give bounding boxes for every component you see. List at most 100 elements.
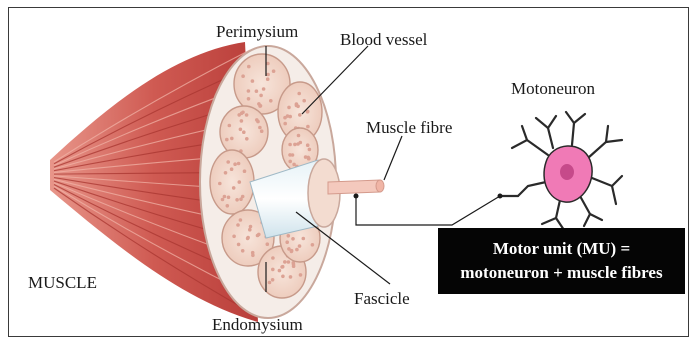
fibre-dot bbox=[287, 106, 291, 110]
fibre-dot bbox=[266, 73, 270, 77]
muscle-fibre-end bbox=[376, 180, 384, 192]
fibre-dot bbox=[297, 92, 301, 96]
fibre-dot bbox=[245, 137, 249, 141]
fibre-dot bbox=[232, 186, 236, 190]
fibre-dot bbox=[230, 167, 234, 171]
fibre-dot bbox=[266, 242, 270, 246]
fibre-dot bbox=[299, 141, 303, 145]
fibre-dot bbox=[266, 77, 270, 81]
fibre-dot bbox=[280, 265, 284, 269]
fibre-dot bbox=[298, 244, 302, 248]
fibre-dot bbox=[223, 195, 227, 199]
fibre-dot bbox=[247, 89, 251, 93]
fibre-dot bbox=[307, 157, 311, 161]
fibre-dot bbox=[251, 79, 255, 83]
neuron-junction-dot bbox=[498, 194, 503, 199]
fibre-dot bbox=[257, 102, 261, 106]
fibre-dot bbox=[227, 196, 231, 200]
fibre-dot bbox=[245, 113, 249, 117]
fibre-dot bbox=[306, 110, 310, 114]
fibre-dot bbox=[248, 228, 252, 232]
fibre-dot bbox=[237, 113, 241, 117]
fibre-dot bbox=[238, 180, 242, 184]
fibre-dot bbox=[230, 137, 234, 141]
fibre-dot bbox=[269, 99, 273, 103]
fibre-dot bbox=[224, 171, 228, 175]
motoneuron-label: Motoneuron bbox=[511, 80, 595, 97]
fibre-dot bbox=[235, 198, 239, 202]
fibre-dot bbox=[283, 260, 287, 264]
fibre-dot bbox=[249, 225, 253, 229]
fibre-dot bbox=[233, 162, 237, 166]
fibre-dot bbox=[302, 99, 306, 103]
fibre-dot bbox=[239, 197, 243, 201]
fibre-dot bbox=[306, 125, 310, 129]
fibre-dot bbox=[239, 218, 243, 222]
fibre-dot bbox=[308, 148, 312, 152]
fibre-dot bbox=[247, 65, 251, 69]
muscle-fibre-pointer bbox=[384, 136, 402, 180]
muscle-fibre-label: Muscle fibre bbox=[366, 119, 452, 136]
fibre-dot bbox=[259, 94, 263, 98]
fibre-dot bbox=[241, 74, 245, 78]
fibre-dot bbox=[243, 169, 247, 173]
fibre-dot bbox=[241, 111, 245, 115]
fibre-dot bbox=[287, 260, 291, 264]
fibre-dot bbox=[272, 69, 276, 73]
fibre-dot bbox=[278, 269, 282, 273]
fibre-dot bbox=[246, 237, 250, 241]
fibre-dot bbox=[242, 130, 246, 134]
fibre-dot bbox=[302, 237, 306, 241]
perimysium-label: Perimysium bbox=[216, 23, 298, 40]
fibre-dot bbox=[281, 275, 285, 279]
fibre-dot bbox=[289, 275, 293, 279]
motor-unit-line-1: Motor unit (MU) = bbox=[438, 237, 685, 261]
fibre-dot bbox=[311, 243, 315, 247]
fibre-dot bbox=[292, 264, 296, 268]
blood-vessel-label: Blood vessel bbox=[340, 31, 427, 48]
fibre-dot bbox=[255, 89, 259, 93]
fibre-dot bbox=[291, 237, 295, 241]
fibre-dot bbox=[288, 160, 292, 164]
fibre-dot bbox=[256, 234, 260, 238]
fibre-dot bbox=[262, 87, 266, 91]
endomysium-label: Endomysium bbox=[212, 316, 303, 333]
fibre-dot bbox=[240, 119, 244, 123]
fibre-dot bbox=[295, 104, 299, 108]
fibre-dot bbox=[291, 153, 295, 157]
motor-unit-box: Motor unit (MU) = motoneuron + muscle fi… bbox=[438, 228, 685, 294]
neuron-nucleus bbox=[560, 164, 574, 180]
fibre-dot bbox=[247, 97, 251, 101]
fibre-junction-dot bbox=[354, 194, 359, 199]
fibre-dot bbox=[236, 223, 240, 227]
fibre-dot bbox=[306, 143, 310, 147]
fibre-dot bbox=[226, 204, 230, 208]
fascicle bbox=[210, 150, 254, 214]
fibre-dot bbox=[271, 278, 275, 282]
fibre-dot bbox=[258, 126, 262, 130]
fibre-dot bbox=[221, 198, 225, 202]
fibre-dot bbox=[293, 143, 297, 147]
fibre-dot bbox=[283, 116, 287, 120]
motor-unit-line-2: motoneuron + muscle fibres bbox=[438, 261, 685, 285]
fibre-dot bbox=[260, 129, 264, 133]
fibre-dot bbox=[287, 234, 291, 238]
fibre-dot bbox=[239, 128, 243, 132]
fibre-dot bbox=[295, 248, 299, 252]
fascicle-label: Fascicle bbox=[354, 290, 410, 307]
fibre-dot bbox=[218, 182, 222, 186]
fibre-dot bbox=[251, 251, 255, 255]
fibre-dot bbox=[241, 249, 245, 253]
fibre-dot bbox=[232, 235, 236, 239]
fibre-dot bbox=[290, 249, 294, 253]
fibre-dot bbox=[285, 240, 289, 244]
fibre-dot bbox=[297, 134, 301, 138]
fibre-dot bbox=[225, 138, 229, 142]
fibre-dot bbox=[271, 268, 275, 272]
fibre-dot bbox=[288, 143, 292, 147]
motor-unit-connector bbox=[356, 196, 500, 225]
fibre-dot bbox=[299, 273, 303, 277]
fibre-dot bbox=[237, 162, 241, 166]
fibre-dot bbox=[266, 62, 270, 66]
